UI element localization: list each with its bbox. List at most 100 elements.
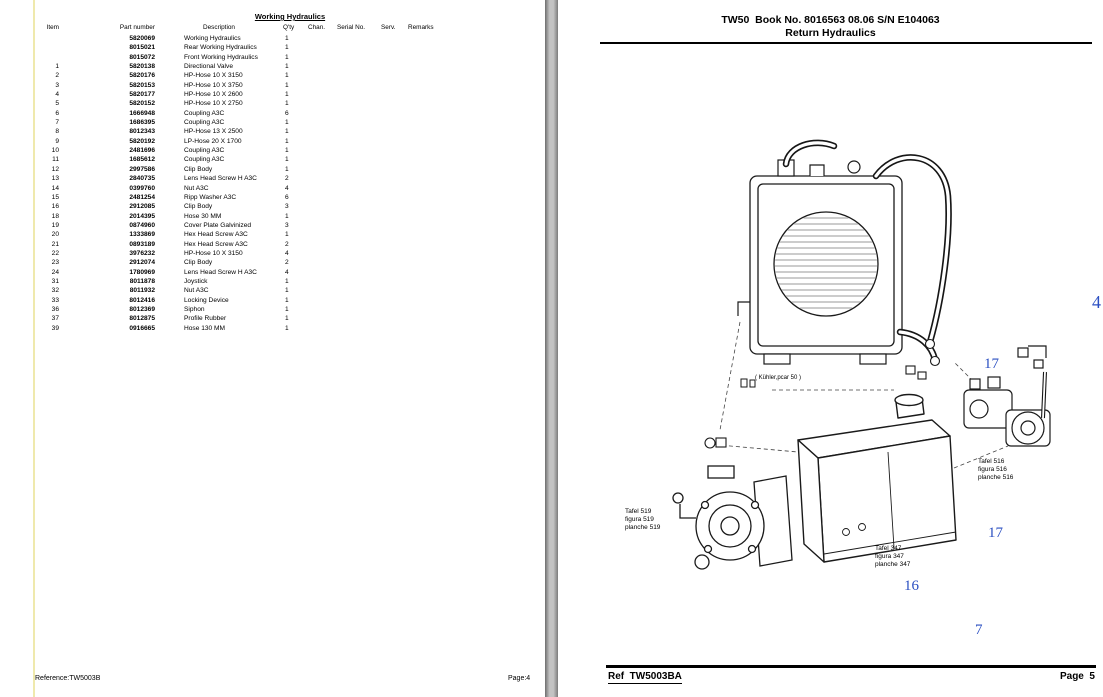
cell-serial bbox=[337, 62, 381, 71]
page-fold-line bbox=[33, 0, 35, 697]
cell-serial bbox=[337, 305, 381, 314]
cell-rem bbox=[408, 184, 456, 193]
cell-serv bbox=[381, 127, 408, 136]
col-header-chan: Chan. bbox=[308, 24, 326, 31]
cell-serial bbox=[337, 324, 381, 333]
cell-serial bbox=[337, 249, 381, 258]
cell-serial bbox=[337, 314, 381, 323]
cell-rem bbox=[408, 137, 456, 146]
cell-item: 33 bbox=[51, 296, 59, 304]
cell-qty: 4 bbox=[285, 249, 289, 257]
label-line: planche 347 bbox=[875, 561, 911, 568]
cell-chan bbox=[308, 109, 337, 118]
cell-qty: 1 bbox=[285, 147, 289, 155]
cell-desc: Rear Working Hydraulics bbox=[184, 44, 257, 52]
cell-qty: 2 bbox=[285, 175, 289, 183]
cell-chan bbox=[308, 240, 337, 249]
cell-part: 1666948 bbox=[129, 109, 155, 117]
cell-desc: HP-Hose 10 X 3750 bbox=[184, 81, 243, 89]
cell-serial bbox=[337, 202, 381, 211]
cell-rem bbox=[408, 249, 456, 258]
cell-rem bbox=[408, 314, 456, 323]
cell-serv bbox=[381, 165, 408, 174]
cell-desc: Ripp Washer A3C bbox=[184, 193, 237, 201]
cell-desc: Profile Rubber bbox=[184, 315, 227, 323]
callout-4: 4 bbox=[1092, 292, 1101, 312]
cell-qty: 4 bbox=[285, 268, 289, 276]
cell-part: 2912085 bbox=[129, 203, 155, 211]
cell-part: 0893189 bbox=[129, 240, 155, 248]
label-line: figura 519 bbox=[625, 516, 654, 523]
cell-chan bbox=[308, 221, 337, 230]
cell-chan bbox=[308, 286, 337, 295]
label-line: planche 519 bbox=[625, 524, 661, 531]
cell-item: 3 bbox=[55, 81, 59, 89]
cell-desc: Cover Plate Galvinized bbox=[184, 221, 252, 229]
cell-desc: Hose 30 MM bbox=[184, 212, 222, 220]
label-tafel-516: Tafel 516 figura 516 planche 516 bbox=[978, 458, 1013, 482]
left-page: Working Hydraulics Item Part number Desc… bbox=[0, 0, 545, 697]
cell-serial bbox=[337, 53, 381, 62]
cell-chan bbox=[308, 277, 337, 286]
book-header: TW50 Book No. 8016563 08.06 S/N E104063 bbox=[721, 14, 940, 26]
cell-item: 37 bbox=[51, 315, 59, 323]
cell-serial bbox=[337, 81, 381, 90]
cell-item bbox=[33, 43, 59, 52]
cell-desc: Siphon bbox=[184, 305, 205, 313]
cell-part: 5820138 bbox=[129, 63, 155, 71]
cell-serv bbox=[381, 258, 408, 267]
cell-part: 5820192 bbox=[129, 137, 155, 145]
cell-serial bbox=[337, 174, 381, 183]
cell-qty: 3 bbox=[285, 221, 289, 229]
right-page-number: Page 5 bbox=[1059, 671, 1095, 682]
col-header-serial-no: Serial No. bbox=[337, 24, 366, 31]
cell-item: 5 bbox=[55, 100, 59, 108]
cell-part: 8011932 bbox=[129, 287, 155, 295]
cell-part: 8011878 bbox=[129, 277, 155, 285]
cell-serial bbox=[337, 43, 381, 52]
cell-serial bbox=[337, 240, 381, 249]
cell-desc: LP-Hose 20 X 1700 bbox=[184, 137, 242, 145]
cell-item: 2 bbox=[55, 72, 59, 80]
callout-17-right: 17 bbox=[988, 525, 1003, 541]
cell-serv bbox=[381, 155, 408, 164]
cell-chan bbox=[308, 81, 337, 90]
cell-qty: 1 bbox=[285, 81, 289, 89]
cell-serial bbox=[337, 221, 381, 230]
cell-part: 1686395 bbox=[129, 119, 155, 127]
cell-rem bbox=[408, 62, 456, 71]
cell-item: 36 bbox=[51, 305, 59, 313]
cell-qty: 6 bbox=[285, 193, 289, 201]
cell-qty: 1 bbox=[285, 100, 289, 108]
cell-serial bbox=[337, 193, 381, 202]
cell-qty: 2 bbox=[285, 259, 289, 267]
cell-serv bbox=[381, 249, 408, 258]
cell-item: 7 bbox=[55, 119, 59, 127]
cell-item: 24 bbox=[51, 268, 59, 276]
cell-part: 1333869 bbox=[129, 231, 155, 239]
cell-chan bbox=[308, 258, 337, 267]
cell-serial bbox=[337, 127, 381, 136]
cell-desc: Working Hydraulics bbox=[184, 35, 241, 42]
label-line: Tafel 347 bbox=[875, 545, 902, 552]
cell-rem bbox=[408, 43, 456, 52]
cell-serv bbox=[381, 268, 408, 277]
cell-chan bbox=[308, 99, 337, 108]
cell-serial bbox=[337, 230, 381, 239]
cell-chan bbox=[308, 184, 337, 193]
cell-chan bbox=[308, 305, 337, 314]
label-tafel-519: Tafel 519 figura 519 planche 519 bbox=[625, 508, 660, 532]
cell-qty: 1 bbox=[285, 44, 289, 52]
cell-serial bbox=[337, 90, 381, 99]
